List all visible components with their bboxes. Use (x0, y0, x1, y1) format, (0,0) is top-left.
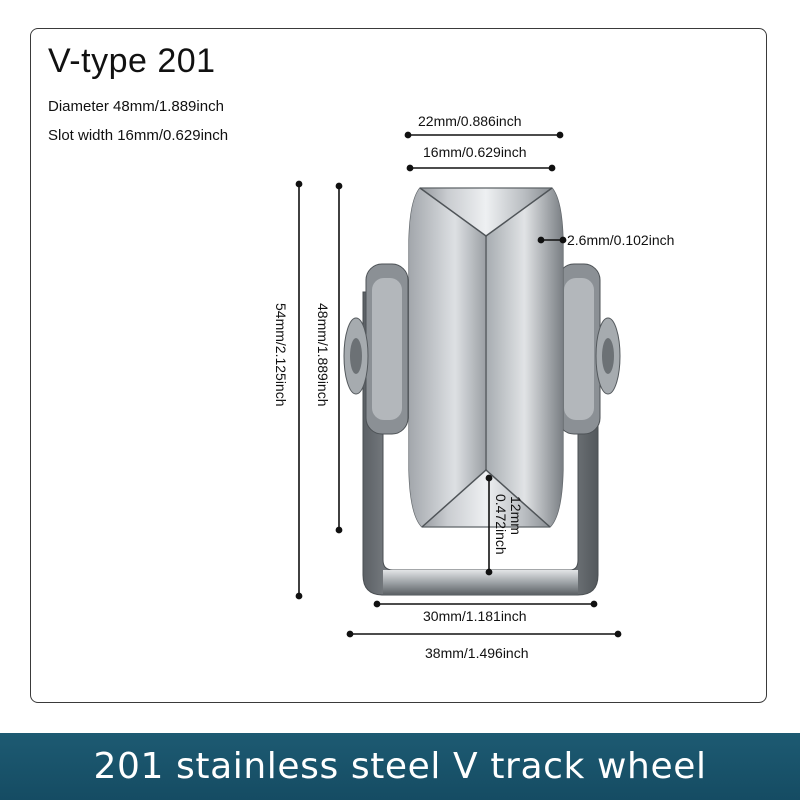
product-title: V-type 201 (48, 42, 216, 80)
dim-overall-height: 54mm/2.125inch (273, 303, 289, 407)
spec-diameter: Diameter 48mm/1.889inch (48, 98, 224, 115)
dim-rim: 2.6mm/0.102inch (567, 232, 675, 248)
dim-top-outer: 22mm/0.886inch (418, 113, 522, 129)
dim-groove-depth-in: 0.472inch (493, 494, 509, 555)
dim-groove-depth-mm: 12mm (508, 496, 524, 535)
dim-bracket-outer: 38mm/1.496inch (425, 645, 529, 661)
dim-top-inner: 16mm/0.629inch (423, 144, 527, 160)
dim-wheel-height: 48mm/1.889inch (315, 303, 331, 407)
v-wheel (408, 187, 564, 528)
dimension-lines (295, 131, 622, 638)
right-bearing (557, 263, 621, 435)
dim-bracket-inner: 30mm/1.181inch (423, 608, 527, 624)
banner-title: 201 stainless steel V track wheel (93, 746, 707, 787)
bottom-banner: 201 stainless steel V track wheel (0, 733, 800, 800)
left-bearing (343, 263, 409, 435)
spec-slot-width: Slot width 16mm/0.629inch (48, 127, 229, 144)
